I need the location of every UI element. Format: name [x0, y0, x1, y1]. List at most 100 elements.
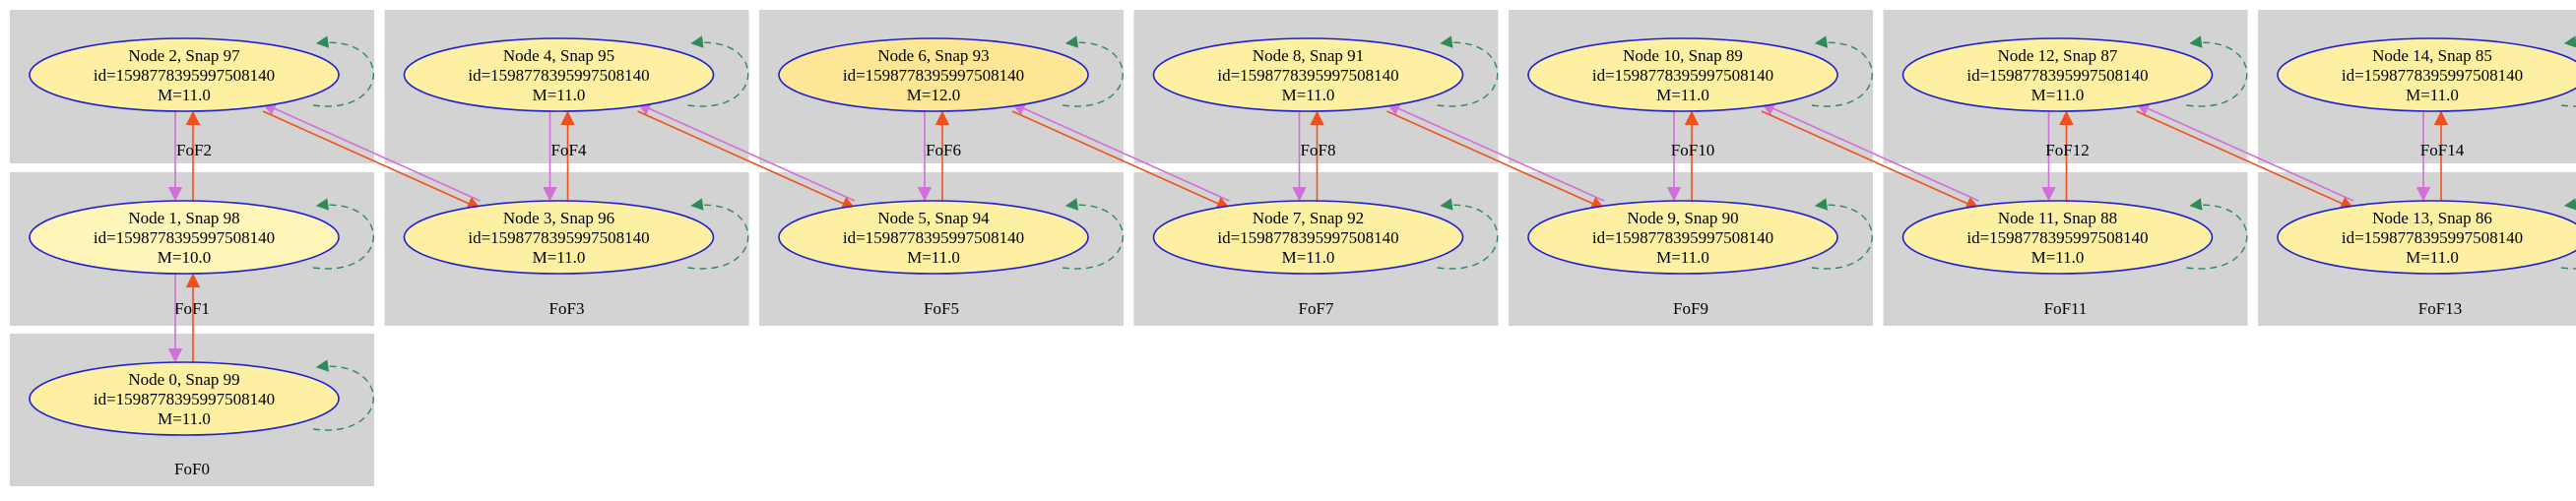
node-title: Node 9, Snap 90 — [1627, 209, 1738, 227]
node-id: id=1598778395997508140 — [94, 228, 275, 247]
node-id: id=1598778395997508140 — [843, 66, 1024, 85]
node-id: id=1598778395997508140 — [1592, 228, 1773, 247]
node-ellipse — [1527, 200, 1838, 275]
self-loop-edge — [1811, 35, 1873, 107]
node-title: Node 13, Snap 86 — [2372, 209, 2492, 227]
node-id: id=1598778395997508140 — [468, 66, 649, 85]
cluster-label: FoF1 — [174, 299, 210, 318]
cluster-label-fof4: FoF4 — [551, 141, 587, 159]
descendant-edge — [1760, 101, 1979, 202]
cluster-label: FoF11 — [2044, 299, 2088, 318]
self-loop-edge — [1062, 35, 1124, 107]
cluster-label-fof2: FoF2 — [176, 141, 212, 159]
cluster-label-fof10: FoF10 — [1671, 141, 1714, 159]
node-mass: M=11.0 — [2406, 248, 2459, 267]
node-id: id=1598778395997508140 — [2342, 228, 2523, 247]
progenitor-edge — [637, 110, 857, 211]
cluster-label: FoF13 — [2418, 299, 2462, 318]
self-loop-edge — [312, 35, 374, 107]
descendant-edge — [261, 101, 481, 202]
self-loop-edge — [2186, 198, 2248, 270]
node-13[interactable]: Node 13, Snap 86id=1598778395997508140M=… — [2277, 198, 2576, 275]
node-mass: M=11.0 — [158, 409, 211, 428]
node-mass: M=11.0 — [2031, 248, 2085, 267]
node-12[interactable]: Node 12, Snap 87id=1598778395997508140M=… — [1901, 35, 2248, 112]
node-id: id=1598778395997508140 — [1217, 228, 1398, 247]
node-mass: M=11.0 — [907, 248, 960, 267]
node-mass: M=11.0 — [1282, 86, 1335, 104]
node-mass: M=12.0 — [907, 86, 960, 104]
node-title: Node 0, Snap 99 — [128, 370, 239, 389]
node-title: Node 7, Snap 92 — [1253, 209, 1364, 227]
node-5[interactable]: Node 5, Snap 94id=1598778395997508140M=1… — [778, 198, 1124, 275]
descendant-edge — [636, 101, 856, 202]
node-1[interactable]: Node 1, Snap 98id=1598778395997508140M=1… — [29, 198, 374, 275]
cluster-label-fof12: FoF12 — [2045, 141, 2089, 159]
self-loop-edge — [1437, 35, 1499, 107]
node-id: id=1598778395997508140 — [94, 390, 275, 408]
cluster-label: FoF3 — [549, 299, 585, 318]
node-0[interactable]: Node 0, Snap 99id=1598778395997508140M=1… — [29, 359, 374, 436]
node-ellipse — [1901, 200, 2214, 275]
cluster-label-fof6: FoF6 — [926, 141, 961, 159]
cluster-label-fof14: FoF14 — [2420, 141, 2465, 159]
node-9[interactable]: Node 9, Snap 90id=1598778395997508140M=1… — [1527, 198, 1873, 275]
node-11[interactable]: Node 11, Snap 88id=1598778395997508140M=… — [1901, 198, 2248, 275]
self-loop-edge — [312, 359, 374, 431]
node-ellipse — [2277, 37, 2576, 112]
node-id: id=1598778395997508140 — [94, 66, 275, 85]
descendant-edge — [1010, 101, 1230, 202]
node-2[interactable]: Node 2, Snap 97id=1598778395997508140M=1… — [29, 35, 374, 112]
node-ellipse — [778, 37, 1089, 112]
self-loop-edge — [312, 198, 374, 270]
node-ellipse — [1152, 200, 1464, 275]
node-mass: M=11.0 — [533, 86, 586, 104]
node-mass: M=11.0 — [1282, 248, 1335, 267]
node-title: Node 1, Snap 98 — [128, 209, 239, 227]
node-mass: M=11.0 — [1656, 86, 1709, 104]
node-6[interactable]: Node 6, Snap 93id=1598778395997508140M=1… — [778, 35, 1124, 112]
node-id: id=1598778395997508140 — [2342, 66, 2523, 85]
self-loop-edge — [1811, 198, 1873, 270]
progenitor-edge — [262, 110, 482, 211]
node-ellipse — [2277, 200, 2576, 275]
self-loop-edge — [2186, 35, 2248, 107]
node-4[interactable]: Node 4, Snap 95id=1598778395997508140M=1… — [403, 35, 749, 112]
cluster-label: FoF0 — [174, 460, 210, 478]
node-ellipse — [403, 37, 715, 112]
cluster-label: FoF5 — [924, 299, 959, 318]
progenitor-edge — [1386, 110, 1606, 211]
node-mass: M=10.0 — [158, 248, 211, 267]
progenitor-edge — [1011, 110, 1231, 211]
node-mass: M=11.0 — [2031, 86, 2085, 104]
node-id: id=1598778395997508140 — [843, 228, 1024, 247]
node-14[interactable]: Node 14, Snap 85id=1598778395997508140M=… — [2277, 35, 2576, 112]
node-ellipse — [29, 200, 340, 275]
node-ellipse — [1527, 37, 1838, 112]
node-7[interactable]: Node 7, Snap 92id=1598778395997508140M=1… — [1152, 198, 1499, 275]
node-title: Node 2, Snap 97 — [128, 46, 240, 65]
node-id: id=1598778395997508140 — [1592, 66, 1773, 85]
node-ellipse — [29, 361, 340, 436]
node-title: Node 6, Snap 93 — [877, 46, 989, 65]
node-id: id=1598778395997508140 — [1217, 66, 1398, 85]
node-title: Node 11, Snap 88 — [1998, 209, 2117, 227]
cluster-label: FoF7 — [1299, 299, 1334, 318]
node-mass: M=11.0 — [533, 248, 586, 267]
descendant-edge — [2135, 101, 2354, 202]
self-loop-edge — [1437, 198, 1499, 270]
node-8[interactable]: Node 8, Snap 91id=1598778395997508140M=1… — [1152, 35, 1499, 112]
node-ellipse — [29, 37, 340, 112]
descendant-edge — [1385, 101, 1605, 202]
node-10[interactable]: Node 10, Snap 89id=1598778395997508140M=… — [1527, 35, 1873, 112]
node-id: id=1598778395997508140 — [1966, 66, 2148, 85]
node-ellipse — [778, 200, 1089, 275]
node-3[interactable]: Node 3, Snap 96id=1598778395997508140M=1… — [403, 198, 749, 275]
cluster-label-fof8: FoF8 — [1301, 141, 1336, 159]
node-mass: M=11.0 — [158, 86, 211, 104]
node-title: Node 8, Snap 91 — [1253, 46, 1364, 65]
node-ellipse — [1152, 37, 1464, 112]
node-ellipse — [403, 200, 715, 275]
node-mass: M=11.0 — [1656, 248, 1709, 267]
